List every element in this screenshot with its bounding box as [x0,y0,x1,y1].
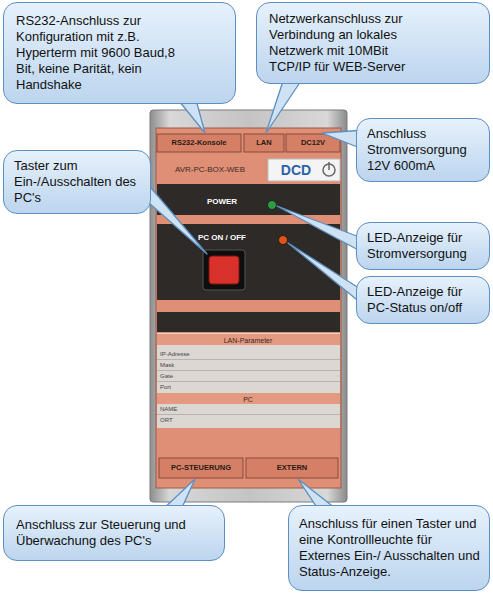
callout-text: Netzwerkanschluss zur Verbindung an loka… [269,11,423,74]
extern-port [246,458,338,478]
field-heading: LAN-Parameter [224,337,273,344]
field-label: Port [160,384,171,390]
callout-text: Taster zum Ein-/Ausschalten des PC's [14,158,142,206]
field-label: ORT [160,417,173,423]
dark-band [157,184,340,215]
callout-bubble: LED-Anzeige für PC-Status on/off [356,276,490,324]
lan-port [244,134,284,152]
callout-text: Anschluss für einen Taster und eine Kont… [299,516,481,579]
panel-bottom [157,428,340,486]
panel-strip [157,300,340,312]
port-label: RS232-Konsole [171,139,226,147]
callout-text: LED-Anzeige für Stromversorgung [367,230,481,262]
device-name: AVR-PC-BOX-WEB [175,166,245,174]
brand-logo: DCD [281,163,311,177]
callout-text: RS232-Anschluss zur Konfiguration mit z.… [16,13,179,92]
callout-text: LED-Anzeige für PC-Status on/off [367,284,481,316]
callout-bubble: Anschluss für einen Taster und eine Kont… [288,505,490,591]
callout-tail [288,243,362,304]
label-rows [157,360,340,415]
led-green [268,201,277,210]
field-label: Mask [160,362,174,368]
callout-bubble: LED-Anzeige für Stromversorgung [356,222,490,270]
logo-plate [268,159,340,181]
field-heading: PC [243,396,253,403]
port-label: LAN [256,139,271,147]
led-orange [279,236,288,245]
panel-label: PC ON / OFF [198,234,246,242]
panel-label: POWER [207,198,237,206]
dark-band [157,312,340,332]
callout-bubble: Taster zum Ein-/Ausschalten des PC's [3,150,151,214]
front-panel [156,128,341,488]
housing [150,110,347,502]
port-label: DC12V [301,139,325,147]
callout-bubble: Anschluss zur Steuerung und Überwachung … [3,505,225,561]
field-label: IP-Adresse [160,351,190,357]
callout-text: Anschluss zur Steuerung und Überwachung … [16,517,214,549]
label-field [157,333,340,428]
button-bezel [203,250,245,290]
field-label: NAME [160,406,177,412]
port-label: EXTERN [277,464,307,472]
label-header [157,334,340,345]
control-port [159,458,243,478]
callout-bubble: Netzwerkanschluss zur Verbindung an loka… [256,2,490,84]
callout-bubble: Anschluss Stromversorgung 12V 600mA [356,118,490,182]
port-label: PC-STEUERUNG [171,464,231,472]
rs232-port [157,134,241,152]
callout-bubble: RS232-Anschluss zur Konfiguration mit z.… [3,2,236,104]
label-header [157,393,340,404]
power-symbol [328,162,330,170]
field-label: Gate [160,373,173,379]
button [209,256,239,284]
callout-text: Anschluss Stromversorgung 12V 600mA [367,126,481,174]
